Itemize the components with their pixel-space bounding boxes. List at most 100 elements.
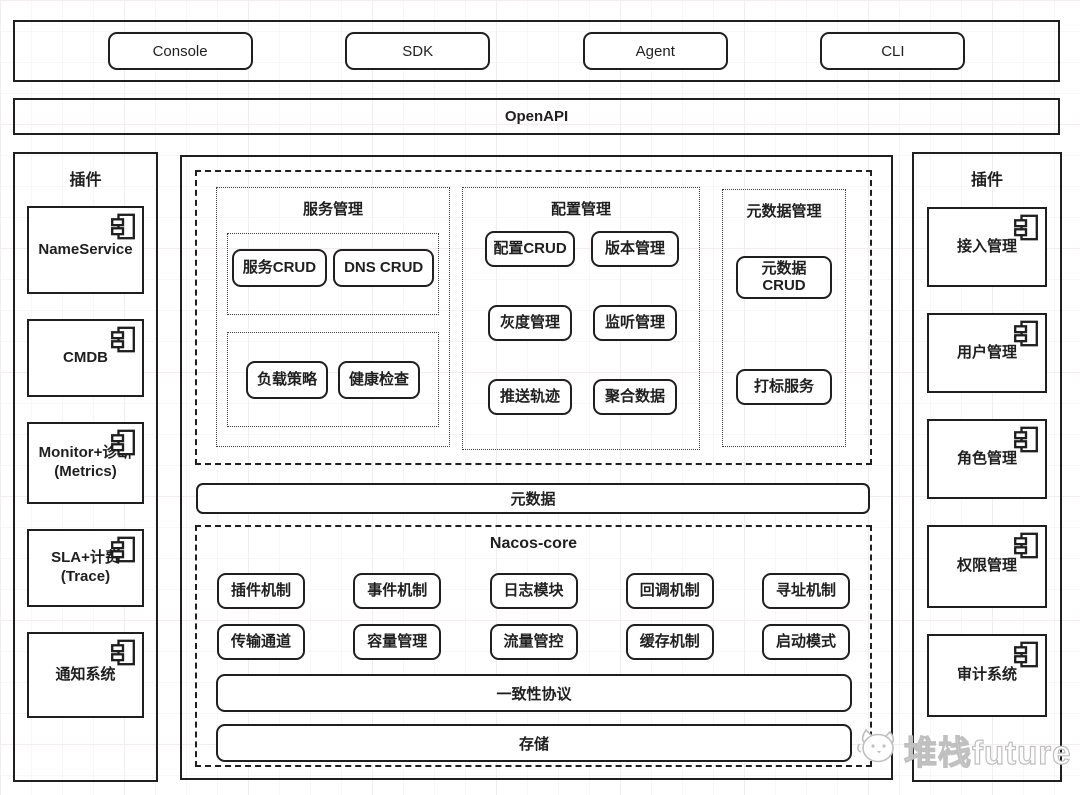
node-event-mechanism: 事件机制	[353, 573, 442, 609]
node-callback-mechanism: 回调机制	[625, 573, 714, 609]
metadata-bar-label: 元数据	[510, 491, 556, 508]
node-label: 服务CRUD	[242, 259, 317, 277]
uml-component-icon	[1013, 641, 1039, 674]
node-label: 灰度管理	[499, 314, 560, 332]
node-label: 监听管理	[604, 314, 665, 332]
node-log-module: 日志模块	[489, 573, 578, 609]
service-crud-group: 服务CRUD DNS CRUD	[227, 233, 439, 315]
plugin-label: 审计系统	[956, 666, 1017, 684]
storage-bar: 存储	[216, 724, 852, 762]
node-addressing-mechanism: 寻址机制	[762, 573, 850, 609]
uml-component-icon	[110, 536, 136, 569]
plugin-label: NameService	[38, 240, 133, 258]
node-label: 负载策略	[256, 370, 317, 388]
functional-layer-container: 服务管理 服务CRUD DNS CRUD 负载策略 健康检查 配置管理	[195, 170, 872, 465]
node-push-track: 推送轨迹	[488, 379, 572, 415]
node-label: 健康检查	[349, 370, 410, 388]
node-label: 元数据 CRUD	[761, 260, 807, 295]
node-label: 寻址机制	[775, 582, 836, 600]
node-metadata-crud: 元数据 CRUD	[736, 256, 832, 299]
node-load-policy: 负载策略	[245, 360, 328, 399]
node-label: 推送轨迹	[499, 388, 560, 406]
node-version-mgmt: 版本管理	[591, 231, 679, 267]
node-aggregate-data: 聚合数据	[593, 379, 677, 415]
openapi-layer: OpenAPI	[13, 98, 1060, 135]
node-listen-mgmt: 监听管理	[593, 305, 677, 341]
uml-component-icon	[1013, 532, 1039, 565]
plugin-notification-system: 通知系统	[27, 632, 144, 718]
node-label: 版本管理	[604, 240, 665, 258]
plugin-audit-system: 审计系统	[927, 634, 1047, 717]
openapi-label: OpenAPI	[504, 108, 569, 125]
plugin-access-mgmt: 接入管理	[927, 207, 1047, 287]
nacos-core-container: Nacos-core 插件机制 事件机制 日志模块 回调机制 寻址机制 传输通道…	[195, 525, 872, 767]
core-module-row-1: 插件机制 事件机制 日志模块 回调机制 寻址机制	[197, 573, 870, 609]
service-mgmt-section: 服务管理 服务CRUD DNS CRUD 负载策略 健康检查	[216, 187, 450, 447]
node-config-crud: 配置CRUD	[485, 231, 575, 267]
node-label: 流量管控	[503, 633, 564, 651]
node-traffic-control: 流量管控	[489, 624, 578, 660]
metadata-bar: 元数据	[196, 483, 870, 514]
node-health-check: 健康检查	[338, 360, 421, 399]
client-node-sdk: SDK	[345, 32, 491, 70]
consistency-protocol-label: 一致性协议	[496, 685, 572, 703]
plugin-sla-trace: SLA+计费 (Trace)	[27, 529, 144, 607]
uml-component-icon	[110, 639, 136, 672]
node-tag-service: 打标服务	[736, 368, 832, 405]
metadata-mgmt-title: 元数据管理	[746, 203, 822, 220]
node-label: 启动模式	[775, 633, 836, 651]
left-plugin-panel: 插件 NameService CMDB Monitor+诊断 (Metrics)…	[13, 152, 158, 782]
plugin-monitor-metrics: Monitor+诊断 (Metrics)	[27, 422, 144, 504]
left-panel-title: 插件	[69, 172, 102, 189]
uml-component-icon	[1013, 320, 1039, 353]
client-node-agent: Agent	[582, 32, 728, 70]
uml-component-icon	[110, 326, 136, 359]
node-startup-mode: 启动模式	[762, 624, 850, 660]
cat-logo-icon	[856, 724, 902, 776]
node-dns-crud: DNS CRUD	[333, 249, 435, 287]
core-module-row-2: 传输通道 容量管理 流量管控 缓存机制 启动模式	[197, 624, 870, 660]
right-panel-title: 插件	[970, 172, 1003, 189]
node-transport-channel: 传输通道	[217, 624, 305, 660]
config-mgmt-title: 配置管理	[550, 201, 611, 218]
plugin-cmdb: CMDB	[27, 319, 144, 397]
storage-bar-label: 存储	[518, 735, 549, 753]
node-label: 日志模块	[503, 582, 564, 600]
node-gray-mgmt: 灰度管理	[488, 305, 572, 341]
node-capacity-mgmt: 容量管理	[353, 624, 442, 660]
service-policy-group: 负载策略 健康检查	[227, 332, 439, 427]
uml-component-icon	[1013, 214, 1039, 247]
metadata-mgmt-section: 元数据管理 元数据 CRUD 打标服务	[722, 189, 846, 447]
uml-component-icon	[1013, 426, 1039, 459]
plugin-label: 通知系统	[55, 665, 116, 683]
plugin-label: Monitor+诊断 (Metrics)	[38, 444, 133, 480]
node-cache-mechanism: 缓存机制	[625, 624, 714, 660]
watermark-text: 堆栈future	[903, 733, 1072, 771]
plugin-permission-mgmt: 权限管理	[927, 525, 1047, 608]
node-label: 打标服务	[753, 377, 814, 395]
client-layer-container: Console SDK Agent CLI	[13, 20, 1060, 82]
client-node-console: Console	[107, 32, 253, 70]
node-label: 传输通道	[230, 633, 291, 651]
plugin-label: SLA+计费 (Trace)	[51, 549, 120, 585]
right-plugin-panel: 插件 接入管理 用户管理 角色管理 权限管理	[912, 152, 1062, 782]
client-node-label: Agent	[635, 42, 675, 60]
node-label: 回调机制	[639, 582, 700, 600]
uml-component-icon	[110, 213, 136, 246]
watermark: 堆栈future	[856, 724, 1072, 776]
service-mgmt-title: 服务管理	[302, 201, 363, 218]
config-mgmt-section: 配置管理 配置CRUD 版本管理 灰度管理 监听管理 推送轨迹 聚合	[462, 187, 700, 450]
node-label: 聚合数据	[604, 388, 665, 406]
node-label: 容量管理	[367, 633, 428, 651]
node-label: 事件机制	[367, 582, 428, 600]
client-node-cli: CLI	[820, 32, 966, 70]
client-node-label: CLI	[881, 42, 905, 60]
plugin-label: CMDB	[63, 348, 108, 366]
plugin-user-mgmt: 用户管理	[927, 313, 1047, 393]
node-service-crud: 服务CRUD	[231, 249, 328, 287]
node-label: 配置CRUD	[493, 240, 567, 258]
nacos-server-container: 服务管理 服务CRUD DNS CRUD 负载策略 健康检查 配置管理	[180, 155, 893, 780]
node-label: DNS CRUD	[344, 259, 424, 277]
plugin-label: 用户管理	[956, 343, 1017, 361]
